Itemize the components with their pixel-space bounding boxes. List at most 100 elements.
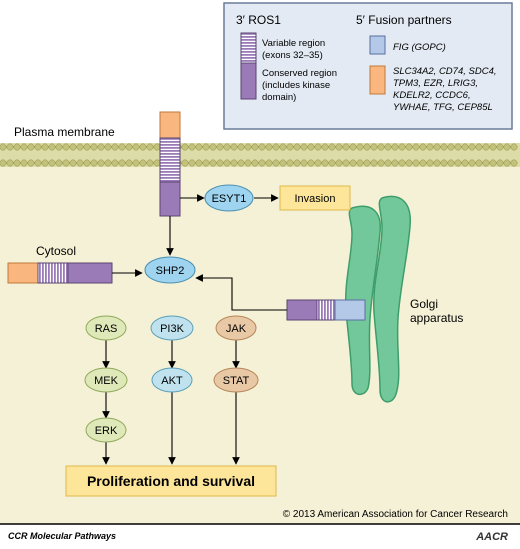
lipid-head — [237, 159, 245, 167]
proliferation-label: Proliferation and survival — [87, 473, 255, 489]
lipid-head — [489, 159, 497, 167]
lipid-head — [370, 143, 378, 151]
akt-label: AKT — [161, 375, 183, 387]
footer-journal-label: CCR Molecular Pathways — [8, 531, 116, 541]
lipid-head — [181, 143, 189, 151]
lipid-head — [412, 159, 420, 167]
mek-node — [84, 367, 128, 393]
lipid-head — [433, 159, 441, 167]
lipid-head — [265, 143, 273, 151]
esyt1-label: ESYT1 — [212, 193, 247, 205]
lipid-head — [342, 143, 350, 151]
golgi-fig-ros1-fusion — [286, 299, 366, 321]
lipid-head — [153, 159, 161, 167]
lipid-head — [286, 143, 294, 151]
jak-node — [215, 315, 257, 341]
lipid-head — [0, 143, 7, 151]
lipid-head — [440, 143, 448, 151]
lipid-head — [286, 159, 294, 167]
lipid-head — [398, 159, 406, 167]
lipid-head — [237, 143, 245, 151]
lipid-head — [153, 143, 161, 151]
lipid-head — [251, 159, 259, 167]
lipid-head — [510, 143, 518, 151]
lipid-head — [209, 143, 217, 151]
lipid-head — [468, 159, 476, 167]
lipid-head — [384, 159, 392, 167]
lipid-head — [426, 143, 434, 151]
lipid-head — [335, 159, 343, 167]
erk-node — [85, 417, 127, 443]
lipid-head — [188, 143, 196, 151]
lipid-head — [223, 143, 231, 151]
lipid-head — [258, 143, 266, 151]
lipid-head — [34, 159, 42, 167]
lipid-head — [356, 143, 364, 151]
lipid-head — [370, 159, 378, 167]
other-partners-line4: YWHAE, TFG, CEP85L — [393, 102, 493, 113]
cytosol-label: Cytosol — [36, 244, 76, 258]
lipid-head — [314, 143, 322, 151]
lipid-head — [97, 159, 105, 167]
invasion-label: Invasion — [295, 193, 336, 205]
lipid-head — [83, 143, 91, 151]
lipid-head — [300, 159, 308, 167]
esyt1-node — [204, 184, 254, 212]
lipid-head — [104, 143, 112, 151]
conserved-region-swatch — [240, 62, 257, 100]
lipid-head — [307, 159, 315, 167]
lipid-head — [342, 159, 350, 167]
lipid-head — [510, 159, 518, 167]
lipid-head — [454, 159, 462, 167]
lipid-head — [272, 143, 280, 151]
lipid-head — [482, 143, 490, 151]
lipid-head — [272, 159, 280, 167]
lipid-head — [496, 143, 504, 151]
lipid-head — [27, 159, 35, 167]
lipid-head — [209, 159, 217, 167]
arrow-golgi-shp2 — [195, 274, 287, 311]
aacr-logo: AACR — [475, 531, 508, 543]
lipid-head — [503, 159, 511, 167]
other-partners-line1: SLC34A2, CD74, SDC4, — [393, 66, 497, 77]
variable-region-line2: (exons 32–35) — [262, 50, 323, 61]
lipid-head — [146, 143, 154, 151]
lipid-head — [475, 143, 483, 151]
lipid-head — [363, 143, 371, 151]
lipid-head — [489, 143, 497, 151]
lipid-head — [202, 159, 210, 167]
lipid-head — [307, 143, 315, 151]
lipid-head — [76, 159, 84, 167]
lipid-head — [55, 159, 63, 167]
shp2-label: SHP2 — [156, 265, 185, 277]
lipid-head — [139, 143, 147, 151]
lipid-head — [202, 143, 210, 151]
lipid-head — [293, 143, 301, 151]
lipid-head — [48, 159, 56, 167]
lipid-head — [475, 159, 483, 167]
conserved-region-line3: domain) — [262, 92, 296, 103]
lipid-head — [34, 143, 42, 151]
legend-box: 3′ ROS1 5′ Fusion partners Variable regi… — [223, 2, 513, 130]
lipid-head — [440, 159, 448, 167]
jak-label: JAK — [226, 323, 247, 335]
lipid-head — [391, 159, 399, 167]
lipid-head — [216, 159, 224, 167]
fig-partner-swatch — [369, 35, 386, 55]
conserved-region-line2: (includes kinase — [262, 80, 330, 91]
lipid-head — [216, 143, 224, 151]
lipid-head — [0, 159, 7, 167]
lipid-head — [314, 159, 322, 167]
fig-partner-label: FIG (GOPC) — [393, 42, 446, 53]
ras-node — [85, 315, 127, 341]
lipid-head — [265, 159, 273, 167]
lipid-head — [132, 159, 140, 167]
lipid-head — [377, 159, 385, 167]
lipid-head — [321, 159, 329, 167]
lipid-head — [62, 143, 70, 151]
lipid-head — [293, 159, 301, 167]
lipid-head — [83, 159, 91, 167]
lipid-head — [90, 143, 98, 151]
stat-node — [213, 367, 259, 393]
